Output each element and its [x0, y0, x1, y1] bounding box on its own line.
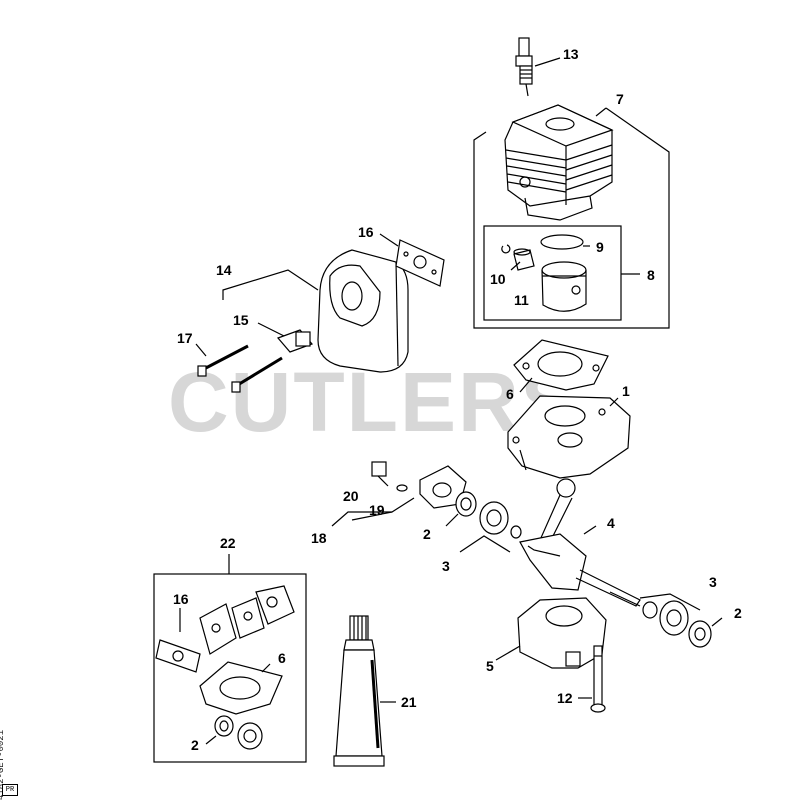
callout-1: 1 [622, 383, 630, 399]
fitting [276, 329, 314, 353]
corner-tag: PR [2, 784, 18, 796]
oil-seal [455, 491, 477, 517]
callout-2-kit: 2 [191, 737, 199, 753]
callout-3-left: 3 [442, 558, 450, 574]
callout-16-muffler: 16 [358, 224, 374, 240]
callout-20: 20 [343, 488, 359, 504]
callout-17: 17 [177, 330, 193, 346]
callout-19: 19 [369, 502, 385, 518]
washer-right [642, 601, 658, 619]
callout-3-right: 3 [709, 574, 717, 590]
screw-12 [590, 645, 606, 713]
piston-pin [513, 248, 535, 271]
callout-6-kit: 6 [278, 650, 286, 666]
ball-bearing [479, 501, 509, 535]
kit-gasket-a [199, 603, 237, 655]
kit-cylinder-gasket [199, 661, 283, 715]
callout-2-right: 2 [734, 605, 742, 621]
callout-4: 4 [607, 515, 615, 531]
kit-gasket-b [231, 597, 265, 639]
callout-11: 11 [514, 292, 529, 308]
circlip [501, 244, 511, 254]
muffler [317, 249, 409, 373]
muffler-gasket [395, 239, 445, 287]
cylinder-gasket [513, 339, 609, 391]
callout-18: 18 [311, 530, 327, 546]
kit-gasket-c [255, 585, 295, 625]
oil-seal-right [688, 620, 712, 648]
spark-plug [515, 37, 561, 97]
cylinder [504, 104, 614, 221]
callout-21: 21 [401, 694, 417, 710]
callout-8: 8 [647, 267, 655, 283]
screws-17 [197, 344, 283, 393]
callout-2-left: 2 [423, 526, 431, 542]
crankcase-half-1 [507, 395, 631, 479]
bracket-20 [371, 461, 389, 487]
piston-ring [540, 234, 584, 250]
callout-6-gasket: 6 [506, 386, 514, 402]
watermark: CUTLERS [168, 355, 579, 449]
washer-19 [396, 484, 408, 492]
callout-10: 10 [490, 271, 506, 287]
callout-12: 12 [557, 690, 573, 706]
crankcase-half-2 [517, 597, 607, 669]
callout-7: 7 [616, 91, 624, 107]
callout-22: 22 [220, 535, 236, 551]
piston [541, 261, 587, 312]
ball-bearing-right [659, 600, 689, 636]
callout-16-kit: 16 [173, 591, 189, 607]
callout-9: 9 [596, 239, 604, 255]
callout-15: 15 [233, 312, 249, 328]
callout-13: 13 [563, 46, 579, 62]
crankshaft [519, 478, 641, 607]
callout-14: 14 [216, 262, 232, 278]
kit-oil-seals [214, 715, 263, 750]
kit-gasket-16 [155, 639, 201, 673]
callout-5: 5 [486, 658, 494, 674]
grease-tube [333, 615, 385, 767]
